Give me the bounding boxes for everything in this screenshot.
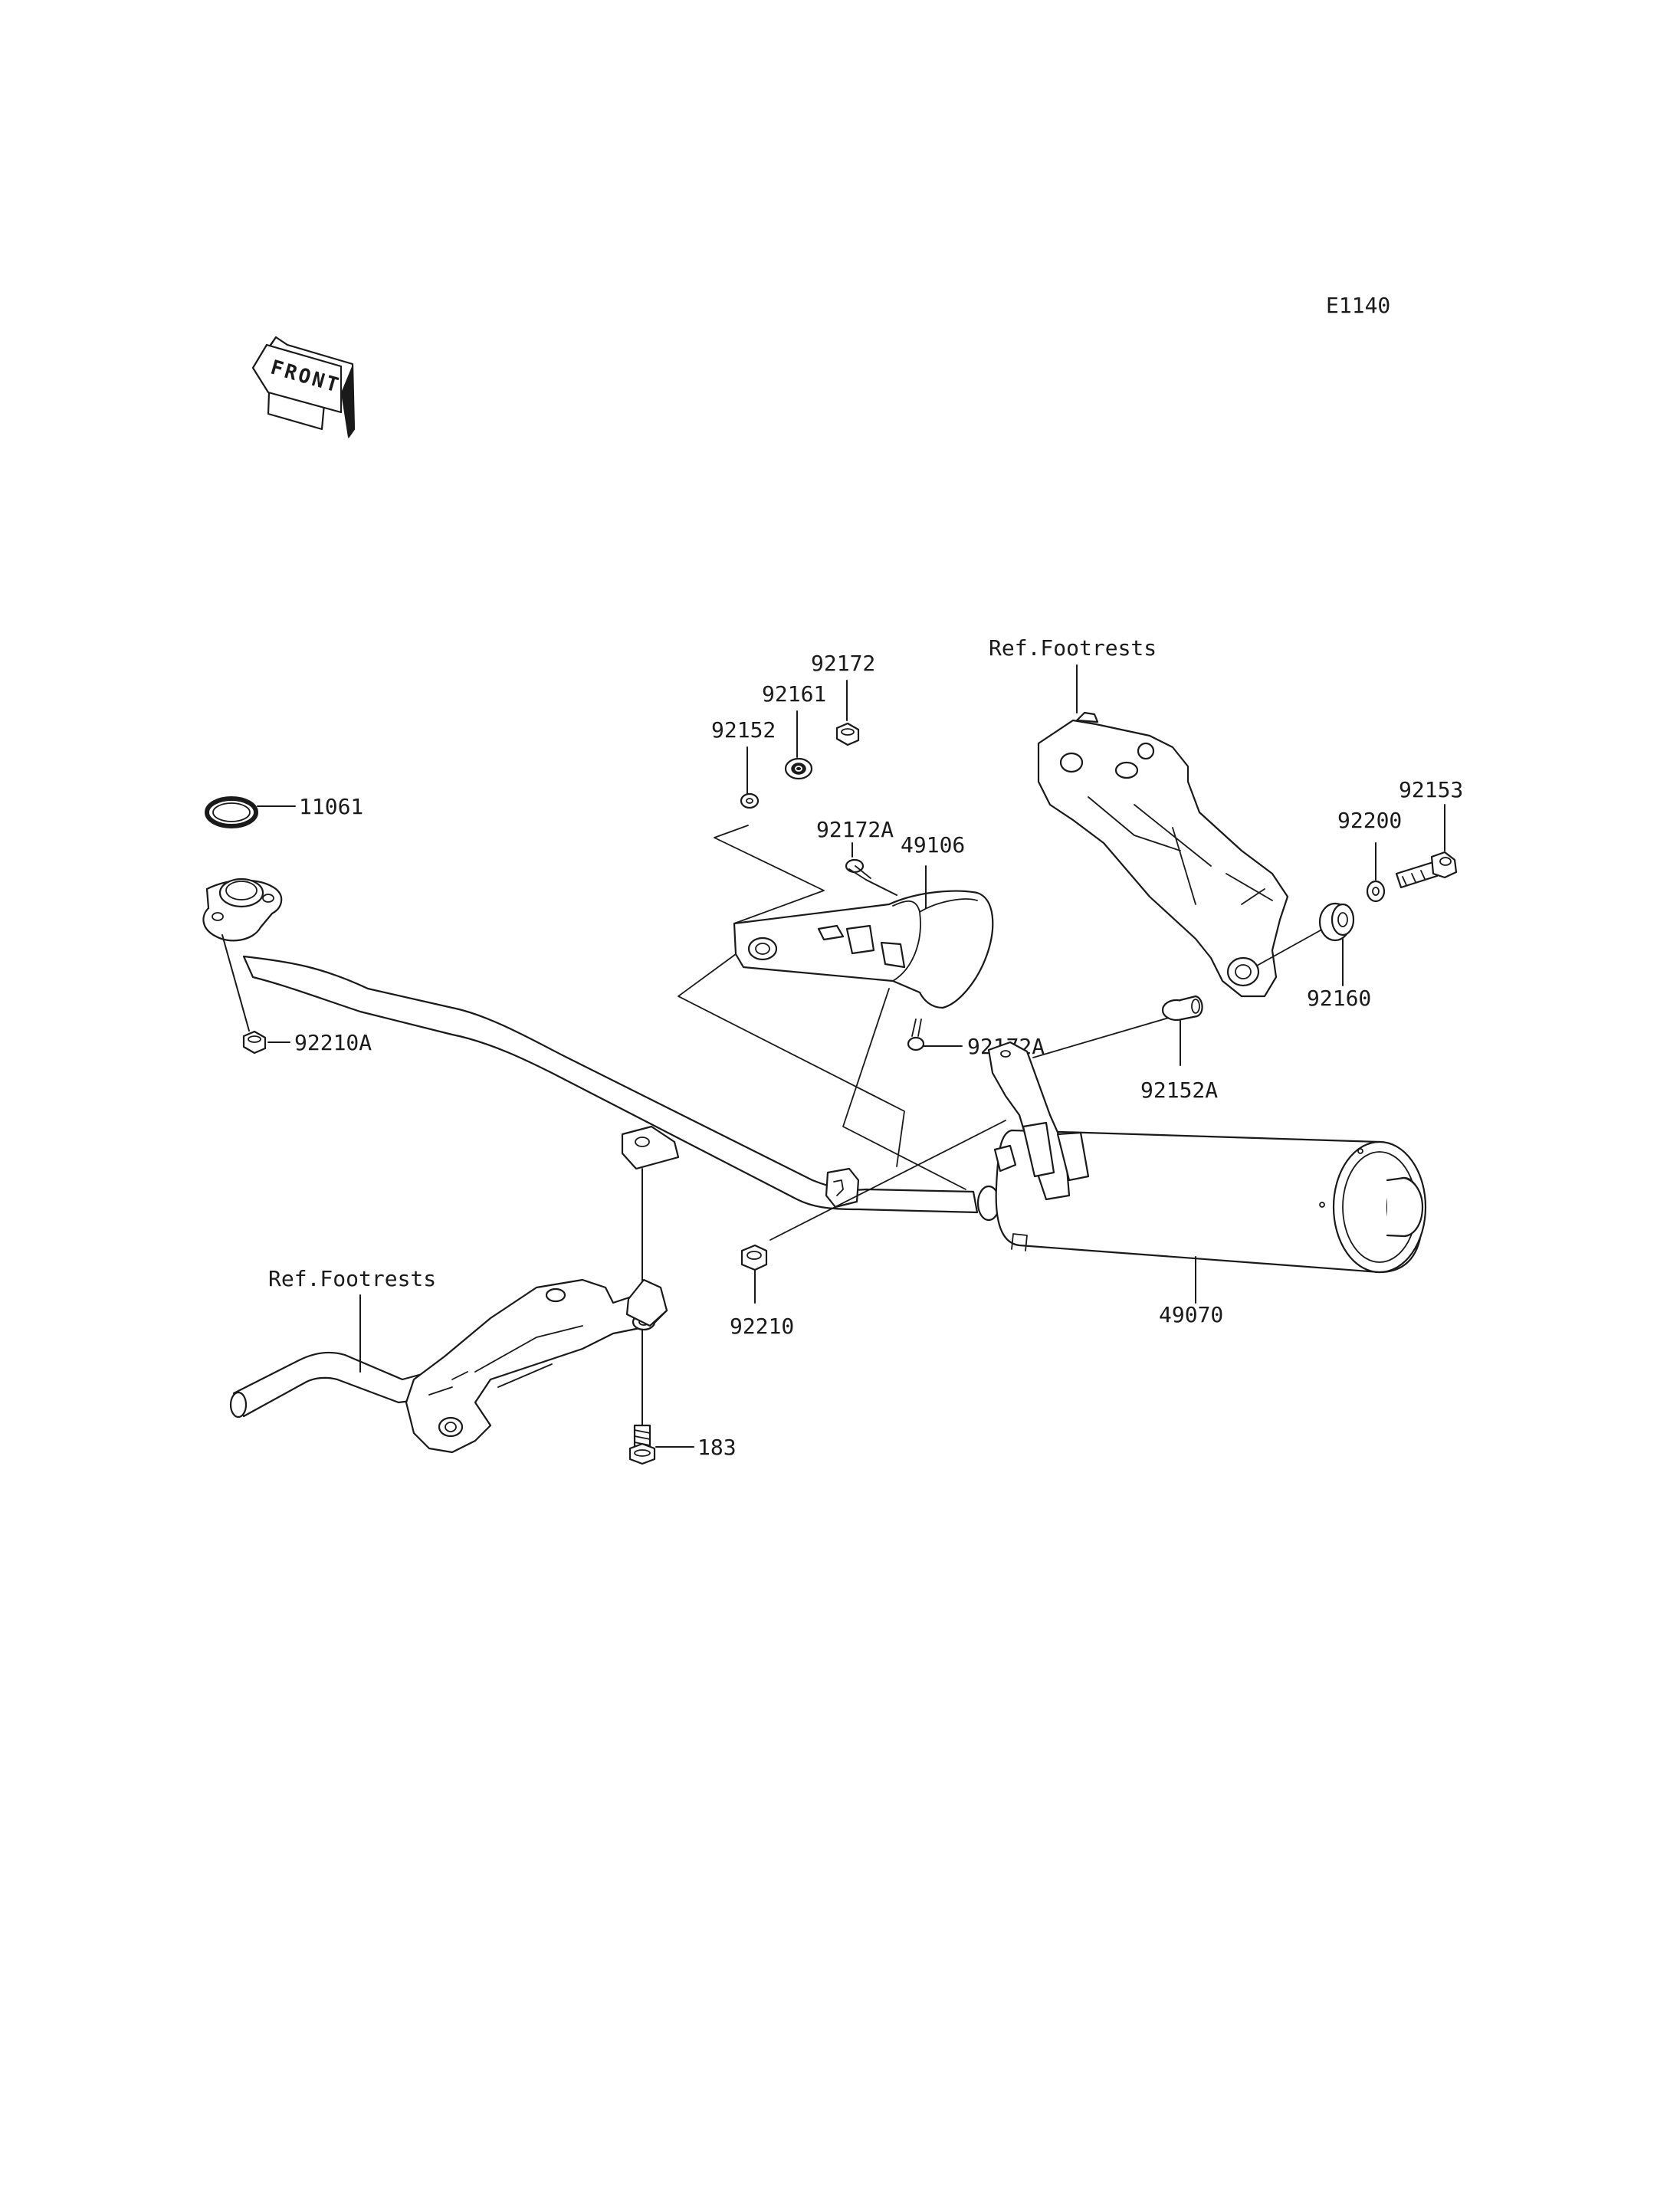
washer-92200 <box>1366 880 1386 903</box>
heat-guard-49106 <box>733 890 994 1009</box>
callout-92160: 92160 <box>1307 986 1371 1011</box>
callout-92152: 92152 <box>711 717 776 743</box>
washer-92152A <box>1161 995 1203 1022</box>
callout-92200: 92200 <box>1337 808 1402 833</box>
callout-92172: 92172 <box>811 651 875 676</box>
guard-ref-line-upper <box>714 825 825 924</box>
bolt-183 <box>628 1424 656 1465</box>
callout-92172A-top: 92172A <box>816 817 894 842</box>
footrest-assembly-front <box>229 1278 668 1454</box>
footrest-bracket-rear <box>1037 711 1289 998</box>
leader-92172A-top <box>865 879 897 896</box>
callout-49070: 49070 <box>1159 1302 1223 1327</box>
bracket-ref-line <box>1256 927 1327 966</box>
grommet-92160 <box>1318 902 1355 942</box>
callout-11061: 11061 <box>299 794 363 819</box>
exhaust-pipe <box>242 955 1001 1222</box>
callout-92161: 92161 <box>762 681 826 707</box>
guard-ref-line-lower <box>678 953 905 1167</box>
front-arrow-icon: FRONT <box>251 336 356 438</box>
bolt-92172A-bottom <box>907 1018 925 1051</box>
pipe-clamp <box>825 1167 860 1209</box>
callout-183: 183 <box>697 1435 737 1460</box>
bolt-92153 <box>1395 851 1458 889</box>
collar-92161 <box>784 757 813 780</box>
callout-92210A: 92210A <box>294 1030 372 1055</box>
gasket-11061 <box>205 796 258 828</box>
bolt-92172 <box>835 722 860 746</box>
callout-92153: 92153 <box>1399 777 1463 802</box>
leader-92210A-stud <box>221 934 250 1032</box>
callout-92210: 92210 <box>730 1314 794 1339</box>
ref-footrests-bottom: Ref.Footrests <box>268 1266 436 1291</box>
callout-92152A: 92152A <box>1140 1078 1218 1103</box>
muffler-49070 <box>987 1041 1427 1274</box>
bolt-92172A-top <box>845 858 871 881</box>
nut-ref-line <box>769 1120 1006 1241</box>
pipe-bracket <box>621 1125 680 1170</box>
nut-92210 <box>740 1244 768 1271</box>
nut-92210A <box>242 1030 267 1055</box>
diagram-code: E1140 <box>1326 293 1390 318</box>
guard-ref-line-mid <box>842 988 966 1190</box>
washer-92152 <box>740 792 760 809</box>
muffler-ref-line <box>1032 1017 1170 1058</box>
callout-49106: 49106 <box>901 832 965 858</box>
ref-footrests-top: Ref.Footrests <box>989 635 1157 661</box>
exhaust-flange <box>202 877 283 942</box>
